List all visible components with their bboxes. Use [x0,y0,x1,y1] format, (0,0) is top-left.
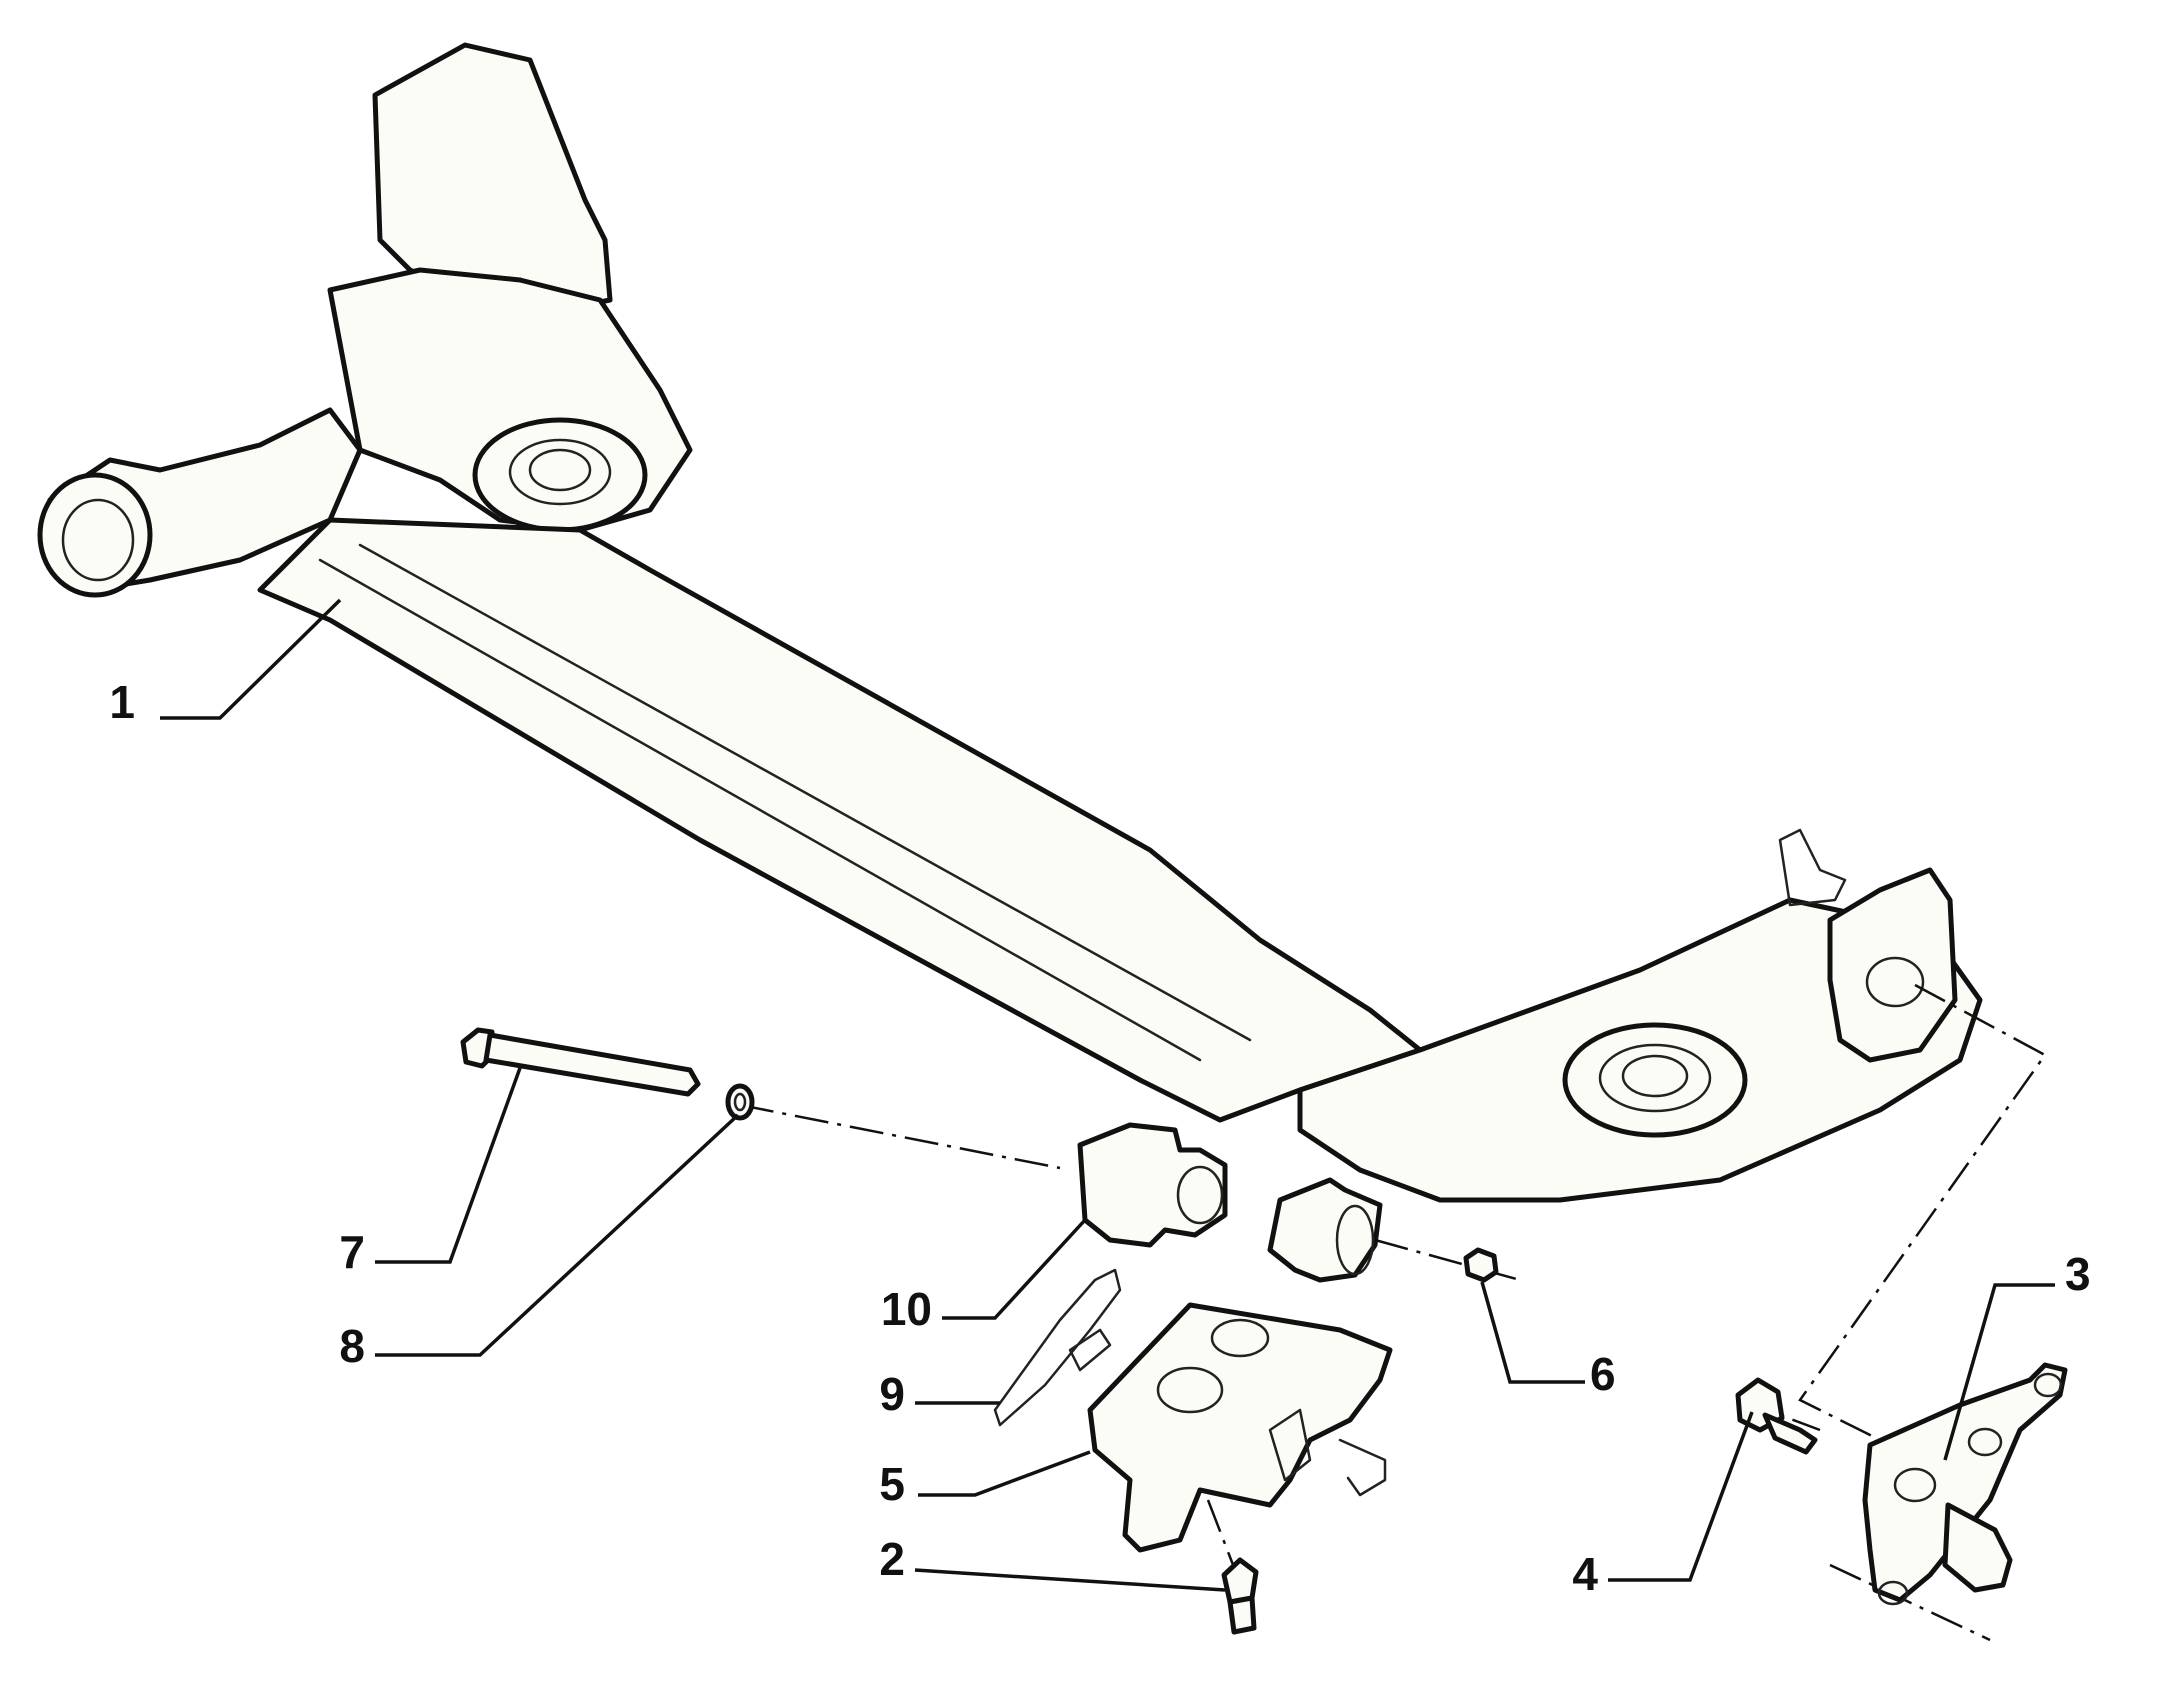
leader-6 [1480,1281,1585,1384]
leader-2 [914,1568,1226,1592]
callout-1: 1 [109,676,135,728]
callout-10: 10 [881,1283,932,1335]
leader-4 [1608,1411,1754,1582]
right-mounting-plate [1827,867,1958,1063]
callout-8: 8 [339,1320,365,1372]
part-5-mounting-bracket [1087,1302,1393,1553]
part-1-rear-axle-beam [37,42,1983,1203]
right-hub-bearing [1562,1022,1748,1138]
leader-1 [160,598,342,720]
right-upper-bracket [1778,828,1847,907]
part-2-screw [1221,1557,1259,1635]
leader-7 [375,1067,522,1264]
callout-labels: 1 2 3 4 5 6 7 8 9 10 [109,676,2090,1600]
leader-5 [918,1450,1091,1497]
part-6-nut [1463,1247,1499,1283]
left-pivot-eye [37,472,153,598]
part-9-spring-clip [993,1268,1122,1427]
callout-9: 9 [879,1368,905,1420]
cross-beam [257,517,1423,1123]
leader-10 [942,1218,1087,1320]
callout-6: 6 [1590,1348,1616,1400]
callout-7: 7 [339,1226,365,1278]
part-8-washer [725,1083,755,1121]
leader-8 [375,1113,740,1357]
part-10-bushing [1077,1122,1383,1283]
left-hub-bearing [472,417,648,533]
callout-5: 5 [879,1458,905,1510]
callout-2: 2 [879,1533,905,1585]
callout-3: 3 [2065,1248,2091,1300]
part-3-stub-axle [1862,1362,2068,1606]
callout-4: 4 [1572,1548,1598,1600]
part-7-long-bolt [460,1027,701,1097]
leader-lines [160,598,2055,1592]
leader-3 [1943,1283,2055,1461]
